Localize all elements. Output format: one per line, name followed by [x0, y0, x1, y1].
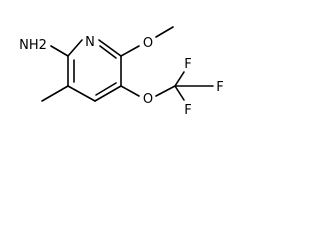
- bond-c2-nh2: [50, 45, 69, 57]
- fluorine-right-label: F: [216, 80, 223, 95]
- bond-c6-o: [120, 45, 140, 57]
- bond-c-f-top: [174, 71, 185, 87]
- methoxy-oxygen-label: O: [143, 36, 153, 51]
- bond-n1-c6: [98, 39, 122, 57]
- ether-oxygen-label: O: [143, 92, 153, 107]
- fluorine-bottom-label: F: [184, 103, 191, 118]
- bond-o-methyl: [155, 26, 174, 38]
- bond-c3-methyl: [41, 85, 69, 102]
- bond-c5-o: [120, 85, 140, 97]
- structure-diagram: NH2 N O O F F F: [0, 0, 238, 132]
- fluorine-top-label: F: [184, 57, 191, 72]
- molecule-drawing: NH2 N O O F F F: [19, 26, 224, 118]
- ring-nitrogen-label: N: [85, 35, 95, 50]
- bond-c2-n1: [67, 39, 83, 57]
- amine-label: NH2: [19, 38, 47, 53]
- bond-n1-c6-double: [99, 45, 117, 59]
- bond-o-cf3: [155, 85, 176, 97]
- bond-c5-c4: [94, 85, 122, 102]
- bond-c4-c3: [67, 85, 96, 102]
- bond-c-f-bottom: [174, 85, 185, 101]
- bond-c5-c4-double: [95, 82, 117, 96]
